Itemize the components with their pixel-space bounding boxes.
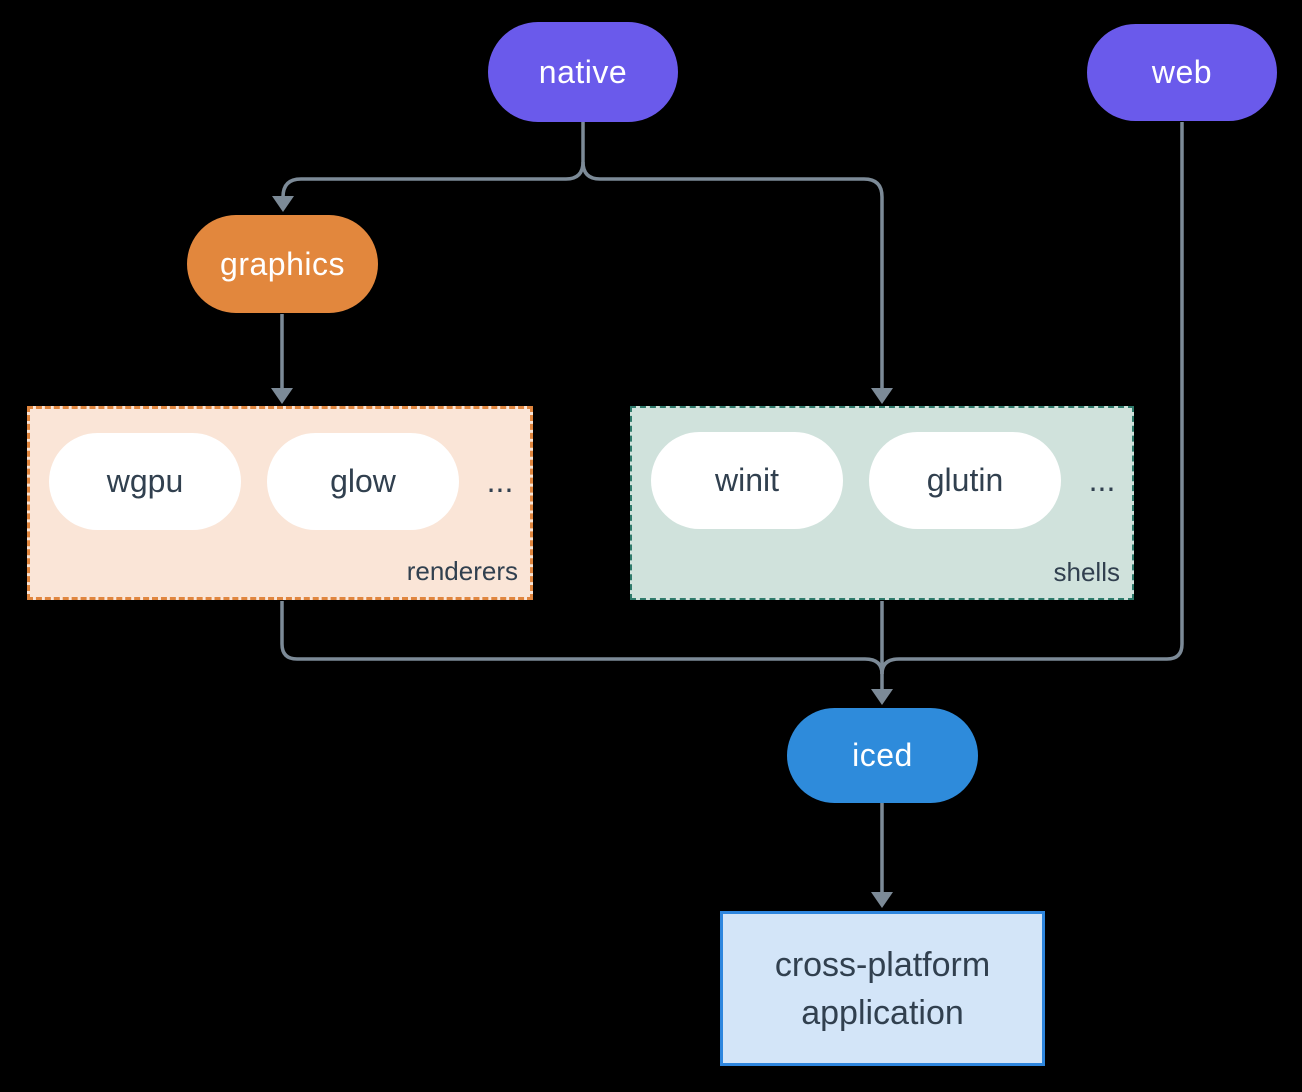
node-wgpu-label: wgpu	[106, 463, 184, 499]
node-winit: winit	[651, 432, 843, 529]
arrowhead-shells	[871, 388, 893, 404]
arrowhead-graphics	[272, 196, 294, 212]
node-glutin: glutin	[869, 432, 1061, 529]
edge-native-graphics	[281, 122, 585, 198]
arrowhead-application	[871, 892, 893, 908]
node-native-label: native	[538, 53, 628, 90]
group-renderers: wgpu glow ... renderers	[27, 406, 533, 600]
node-web: web	[1087, 24, 1277, 121]
node-web-label: web	[1151, 54, 1213, 90]
group-shells: winit glutin ... shells	[630, 406, 1134, 600]
edge-native-shells	[581, 161, 884, 388]
node-glow: glow	[267, 433, 459, 530]
shells-ellipsis: ...	[1088, 462, 1116, 498]
node-wgpu: wgpu	[49, 433, 241, 530]
node-cross-platform-application: cross-platform application	[720, 911, 1045, 1066]
node-graphics-label: graphics	[220, 245, 345, 282]
renderers-ellipsis: ...	[486, 463, 514, 499]
node-graphics: graphics	[187, 215, 378, 313]
arrowhead-iced	[871, 689, 893, 705]
edge-renderers-iced	[280, 601, 884, 675]
renderers-group-label: renderers	[406, 556, 518, 586]
node-iced: iced	[787, 708, 978, 803]
application-label-line2: application	[801, 993, 964, 1032]
node-glutin-label: glutin	[926, 462, 1004, 498]
application-label-line1: cross-platform	[774, 945, 991, 984]
node-native: native	[488, 22, 678, 122]
shells-group-label: shells	[1053, 557, 1120, 587]
node-glow-label: glow	[330, 463, 396, 499]
arrowhead-renderers	[271, 388, 293, 404]
edge-web-iced	[880, 122, 1184, 675]
node-winit-label: winit	[714, 462, 779, 498]
node-iced-label: iced	[852, 737, 913, 773]
